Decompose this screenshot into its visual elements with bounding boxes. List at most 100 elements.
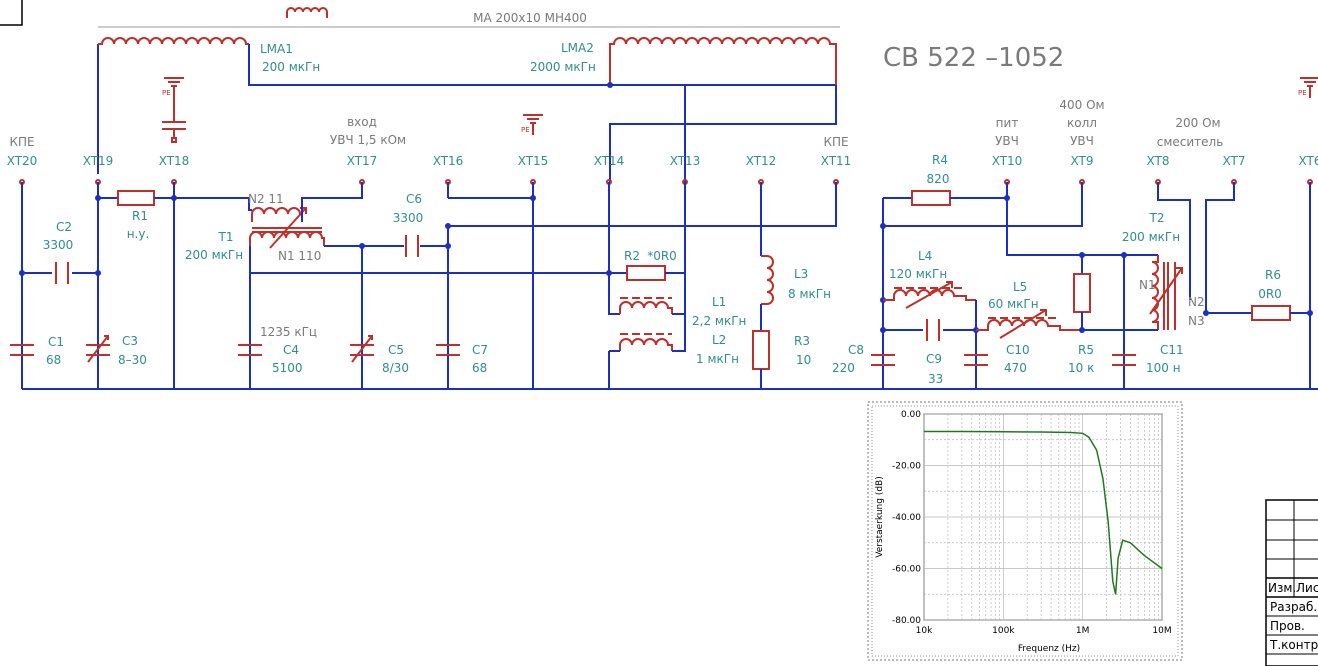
l2-value: 1 мкГн	[696, 352, 739, 366]
terminal-xt8: XT8	[1147, 154, 1170, 168]
c8-value: 220	[832, 361, 855, 375]
y-tick-label: 0.00	[901, 410, 921, 420]
tb-razrab: Разраб.	[1270, 600, 1317, 614]
y-axis-label: Verstaerkung (dB)	[875, 476, 885, 558]
c1-ref: C1	[48, 335, 64, 349]
t1-value: 200 мкГн	[185, 248, 243, 262]
sheet-corner-frame	[0, 0, 23, 26]
svg-text:пит: пит	[996, 116, 1019, 130]
r5-ref: R5	[1078, 343, 1094, 357]
tb-list: Лис	[1296, 581, 1318, 595]
r3-value: 10	[796, 353, 811, 367]
c11-ref: C11	[1160, 343, 1184, 357]
l4-ref: L4	[918, 249, 932, 263]
l1-ref: L1	[712, 295, 726, 309]
terminal-xt6: XT6	[1299, 154, 1318, 168]
svg-text:PE: PE	[521, 126, 530, 134]
x-tick-label: 10k	[916, 626, 933, 636]
terminal-xt19: XT19	[83, 154, 114, 168]
r5-value: 10 к	[1068, 361, 1094, 375]
r1-value: н.у.	[127, 227, 150, 241]
x-axis-label: Frequenz (Hz)	[1018, 644, 1080, 654]
c3-value: 8–30	[118, 353, 147, 367]
pe-symbols: PE PE PE	[162, 77, 1318, 143]
svg-text:PE: PE	[162, 89, 171, 97]
lma1-value: 200 мкГн	[262, 60, 320, 74]
t2-n2: N2	[1188, 295, 1205, 309]
y-tick-label: -60.00	[892, 565, 921, 575]
svg-text:PE: PE	[1298, 89, 1307, 97]
r6-value: 0R0	[1258, 287, 1282, 301]
terminal-xt7: XT7	[1223, 154, 1246, 168]
terminal-xt10: XT10	[992, 154, 1023, 168]
terminal-xt11: XT11	[821, 154, 852, 168]
tb-tkontr: Т.контр	[1269, 638, 1318, 652]
c4-ref: C4	[283, 343, 299, 357]
c10-ref: C10	[1006, 343, 1030, 357]
top-note: MA 200x10 MH400	[473, 11, 587, 25]
r4-ref: R4	[932, 153, 948, 167]
l5-value: 60 мкГн	[988, 297, 1039, 311]
terminal-xt18: XT18	[159, 154, 190, 168]
t1-n2: N2 11	[248, 192, 284, 206]
r4-value: 820	[927, 172, 950, 186]
l2-ref: L2	[712, 333, 726, 347]
t2-ref: T2	[1149, 211, 1165, 225]
c5-ref: C5	[388, 343, 404, 357]
terminal-xt9: XT9	[1071, 154, 1094, 168]
terminal-top-xt17-a: вход	[347, 115, 377, 129]
terminal-pins	[19, 179, 1313, 185]
lma2-value: 2000 мкГн	[530, 60, 596, 74]
c8-ref: C8	[848, 343, 864, 357]
t2-n3: N3	[1188, 314, 1205, 328]
r2-ref: R2	[624, 249, 640, 263]
t1-n1: N1 110	[278, 249, 321, 263]
r6-ref: R6	[1265, 268, 1281, 282]
l3-value: 8 мкГн	[788, 287, 831, 301]
c3-ref: C3	[122, 334, 138, 348]
r2-value: *0R0	[647, 249, 677, 263]
c2-ref: C2	[56, 220, 72, 234]
top-inductor-icon	[286, 7, 328, 18]
terminal-row-left: КПЕ XT20 XT19 XT18 вход УВЧ 1,5 кОм XT17…	[7, 115, 852, 168]
x-tick-label: 1M	[1076, 626, 1090, 636]
svg-text:УВЧ: УВЧ	[995, 134, 1019, 148]
title-block: Изм. Лис Разраб. Пров. Т.контр	[1265, 499, 1318, 666]
terminal-xt14: XT14	[594, 154, 625, 168]
l1-value: 2,2 мкГн	[692, 314, 746, 328]
c10-value: 470	[1004, 361, 1027, 375]
terminal-xt16: XT16	[433, 154, 464, 168]
c7-value: 68	[472, 361, 487, 375]
lma2-coil	[609, 37, 837, 85]
l3-ref: L3	[794, 267, 808, 281]
lma1-coil	[98, 37, 249, 45]
terminal-xt17: XT17	[347, 154, 378, 168]
r1-ref: R1	[132, 209, 148, 223]
c11-value: 100 н	[1146, 361, 1181, 375]
y-tick-label: -80.00	[892, 616, 921, 626]
terminal-row-right: пит УВЧ XT10 400 Ом колл УВЧ XT9 200 Ом …	[992, 98, 1318, 168]
terminal-top-xt20: КПЕ	[9, 135, 34, 149]
terminal-xt13: XT13	[670, 154, 701, 168]
x-tick-label: 10M	[1152, 626, 1171, 636]
r3-ref: R3	[794, 334, 810, 348]
c9-value: 33	[928, 372, 943, 386]
drawing-title: CB 522 –1052	[883, 43, 1064, 73]
series-line	[924, 430, 1163, 595]
t2-value: 200 мкГн	[1122, 230, 1180, 244]
terminal-xt12: XT12	[746, 154, 777, 168]
lma2-ref: LMA2	[561, 41, 594, 55]
terminal-xt15: XT15	[518, 154, 549, 168]
c7-ref: C7	[472, 343, 488, 357]
c2-value: 3300	[43, 238, 74, 252]
c6-ref: C6	[406, 192, 422, 206]
l5-ref: L5	[1013, 280, 1027, 294]
tb-izm: Изм.	[1268, 581, 1296, 595]
terminal-xt20: XT20	[7, 154, 38, 168]
y-tick-label: -40.00	[892, 513, 921, 523]
t2-n1: N1	[1139, 278, 1156, 292]
c4-note: 1235 кГц	[260, 325, 317, 339]
lma1-ref: LMA1	[260, 42, 293, 56]
svg-text:колл: колл	[1067, 116, 1097, 130]
